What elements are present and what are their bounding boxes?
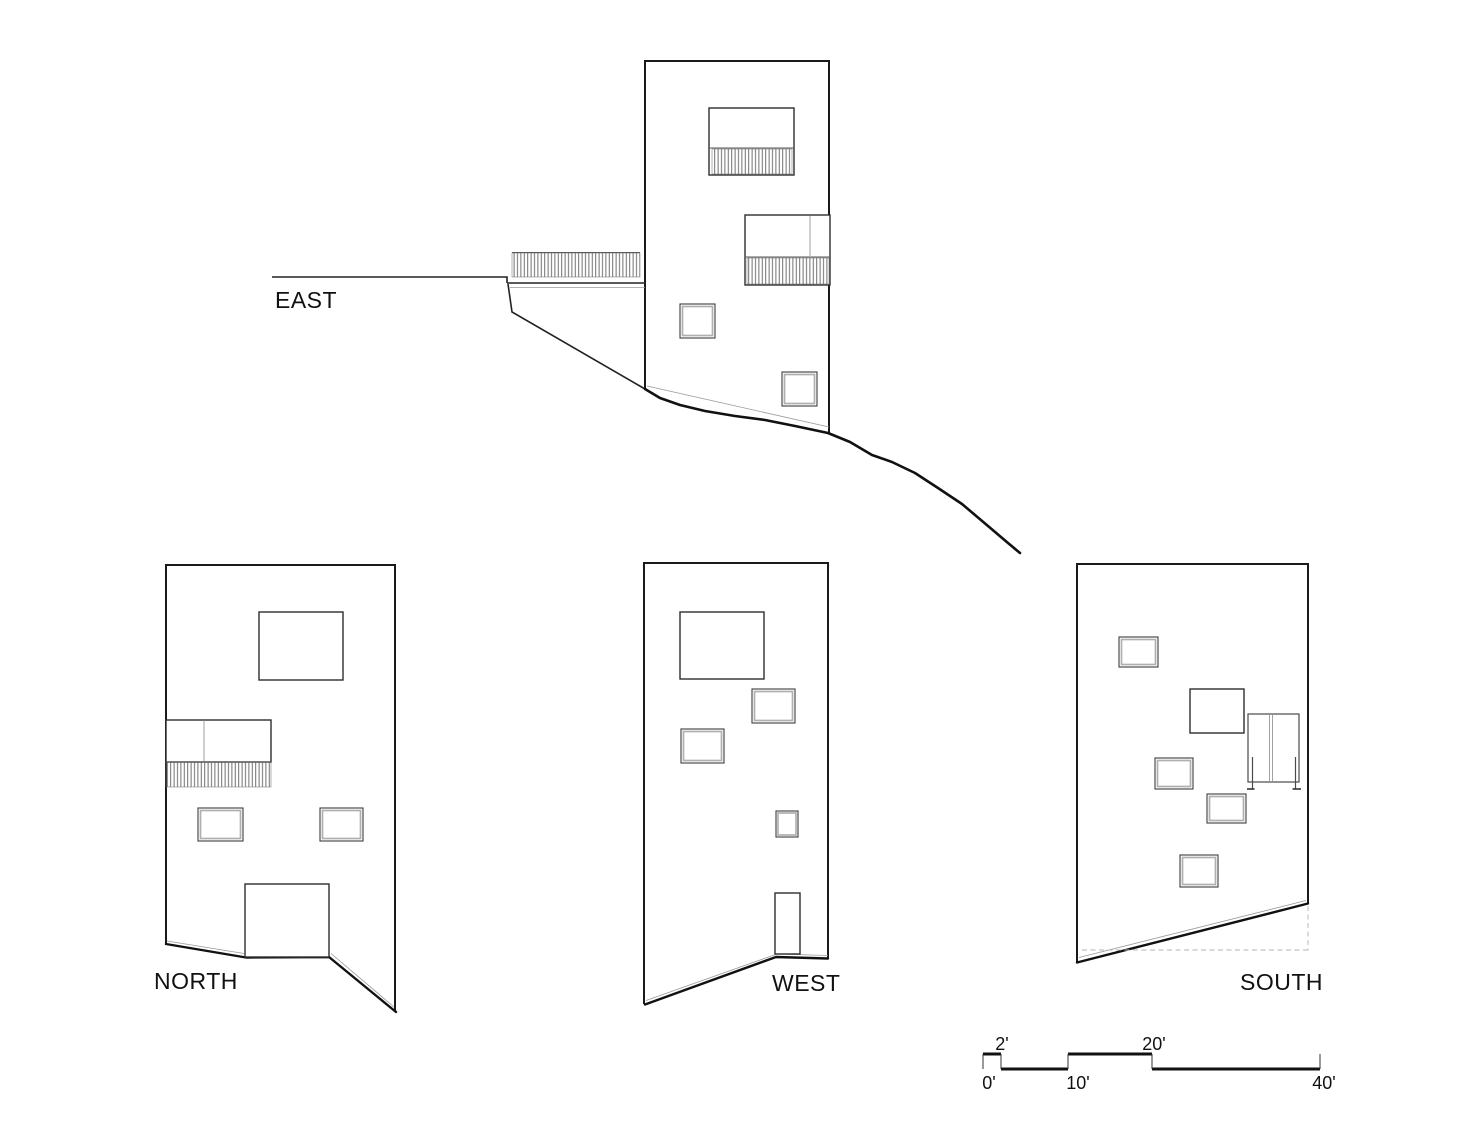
east-label: EAST: [275, 287, 337, 313]
scale-label-0ft: 0': [982, 1073, 995, 1093]
east-slope-line: [507, 283, 646, 390]
west-door: [774, 892, 801, 955]
south-window-lower-mid: [1206, 793, 1247, 824]
north-window-small-right: [319, 807, 364, 842]
south-window-top-left: [1118, 636, 1159, 668]
east-ground-line: [272, 276, 508, 283]
railing-hatch: [165, 761, 272, 788]
north-balcony-window: [165, 719, 272, 788]
east-balcony-window-upper: [708, 107, 795, 176]
west-ground-line: [643, 955, 830, 1006]
scale-bar: 2' 20' 0' 10' 40': [982, 1034, 1335, 1093]
west-label: WEST: [772, 970, 840, 996]
east-grade-curve: [643, 387, 1022, 555]
south-label: SOUTH: [1240, 969, 1323, 995]
deck-railing-hatch: [511, 252, 641, 278]
south-ground-line: [1075, 902, 1310, 964]
north-ground-thin-line: [330, 953, 395, 1008]
south-window-bottom: [1179, 854, 1219, 888]
east-square-window-2: [781, 371, 818, 407]
east-elevation: EAST: [272, 60, 1022, 555]
railing-hatch: [711, 148, 793, 175]
west-window-mid-right: [751, 688, 796, 724]
north-ground-thin-line: [166, 940, 245, 954]
north-door: [244, 883, 330, 958]
east-floor-reference-line: [646, 385, 830, 428]
south-building-outline: [1076, 563, 1309, 962]
south-elevation: SOUTH: [1075, 563, 1323, 995]
scale-label-40ft: 40': [1312, 1073, 1335, 1093]
scale-label-2ft: 2': [995, 1034, 1008, 1054]
east-deck: [507, 252, 645, 288]
east-square-window-1: [679, 303, 716, 339]
west-building-outline: [643, 562, 829, 1004]
west-window-mid-left: [680, 728, 725, 764]
west-window-large: [679, 611, 765, 680]
north-elevation: NORTH: [154, 564, 398, 1014]
north-window-small-left: [197, 807, 244, 842]
scale-label-20ft: 20': [1142, 1034, 1165, 1054]
south-ground-thin-line: [1078, 900, 1307, 958]
south-window-mid-left: [1154, 757, 1194, 790]
west-elevation: WEST: [643, 562, 840, 1006]
east-balcony-window-lower: [744, 214, 831, 286]
west-window-small: [775, 810, 799, 838]
scale-label-10ft: 10': [1066, 1073, 1089, 1093]
south-door-panel: [1247, 713, 1301, 790]
south-window-middle: [1189, 688, 1245, 734]
north-label: NORTH: [154, 968, 238, 994]
north-window-large: [258, 611, 344, 681]
railing-hatch: [746, 257, 830, 285]
